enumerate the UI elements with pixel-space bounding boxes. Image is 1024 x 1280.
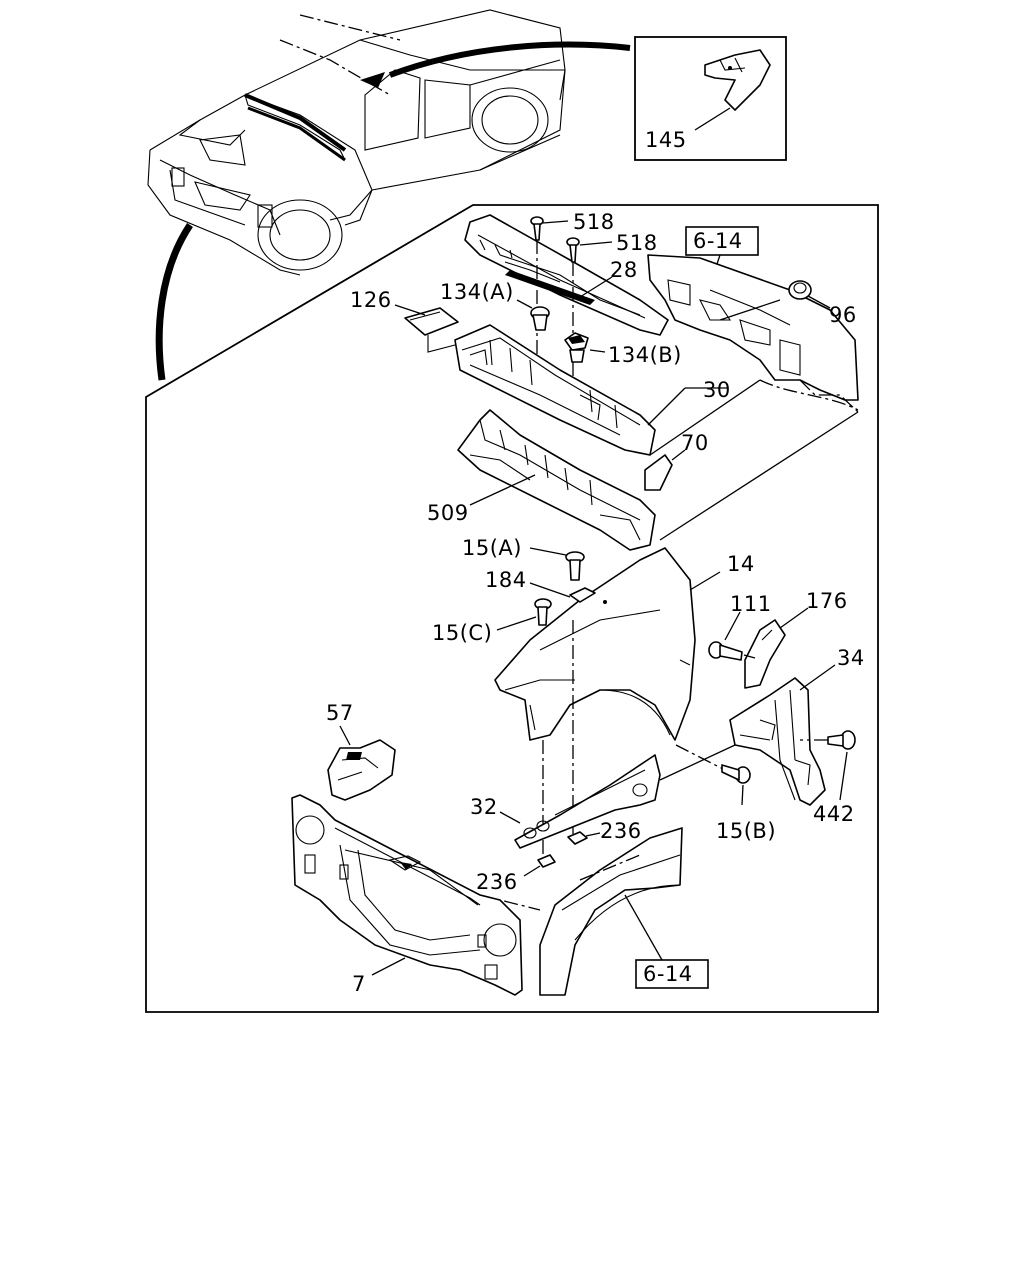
callout-15c: 15(C) — [432, 621, 492, 645]
callout-184: 184 — [485, 568, 527, 592]
fender-liner-ref — [539, 827, 683, 996]
part-134b-grommet — [564, 332, 606, 363]
callout-134a: 134(A) — [440, 280, 514, 304]
part-134a-grommet — [516, 299, 550, 331]
callout-236-b: 236 — [476, 870, 518, 894]
callout-7: 7 — [352, 972, 366, 996]
callout-509: 509 — [427, 501, 469, 525]
leader-to-detail-145 — [388, 41, 631, 78]
callout-176: 176 — [806, 589, 848, 613]
reference-6-14-top: 6-14 — [685, 226, 759, 301]
part-176-bracket — [744, 607, 809, 689]
callout-518-a: 518 — [573, 210, 615, 234]
callout-134b: 134(B) — [608, 343, 682, 367]
vehicle-overview — [147, 9, 566, 276]
part-15a-bolt — [529, 547, 585, 581]
leader-to-main-frame — [155, 223, 193, 381]
part-442-bolt — [800, 730, 856, 801]
part-14-fender — [494, 547, 696, 741]
callout-34: 34 — [837, 646, 865, 670]
callout-236-a: 236 — [600, 819, 642, 843]
part-236-clip-a — [567, 831, 601, 845]
callout-6-14-top: 6-14 — [693, 229, 743, 253]
reference-6-14-bottom: 6-14 — [635, 959, 709, 989]
callout-30: 30 — [703, 378, 731, 402]
callout-111: 111 — [730, 592, 772, 616]
callout-518-b: 518 — [616, 231, 658, 255]
part-32-brace — [499, 754, 661, 849]
part-518-screw-b — [566, 237, 613, 263]
callout-15b: 15(B) — [716, 819, 776, 843]
callout-145: 145 — [645, 128, 687, 152]
main-frame — [145, 204, 879, 1013]
callout-96: 96 — [829, 303, 857, 327]
part-15c-bolt — [496, 598, 552, 631]
callout-57: 57 — [326, 701, 354, 725]
part-518-screw-a — [530, 216, 569, 241]
part-236-clip-b — [523, 854, 556, 877]
callout-28: 28 — [610, 258, 638, 282]
callout-70: 70 — [681, 431, 709, 455]
callout-15a: 15(A) — [462, 536, 522, 560]
callout-442: 442 — [813, 802, 855, 826]
part-34-apron — [729, 664, 836, 806]
callout-126: 126 — [350, 288, 392, 312]
part-96-clip — [719, 280, 831, 321]
part-126-cover — [394, 304, 459, 353]
part-509-cowl-lower — [457, 409, 656, 551]
part-57-bracket — [327, 725, 396, 801]
callout-14: 14 — [727, 552, 755, 576]
callout-32: 32 — [470, 795, 498, 819]
detail-145-box: 145 — [634, 36, 787, 161]
part-184-clip — [529, 582, 596, 603]
part-111-bolt — [708, 611, 756, 661]
dash-panel-ref — [647, 254, 859, 413]
part-7-radiator-support — [291, 794, 523, 996]
part-15b-bolt — [721, 764, 751, 806]
callout-6-14-bottom: 6-14 — [643, 962, 693, 986]
part-70-bracket — [644, 449, 686, 491]
